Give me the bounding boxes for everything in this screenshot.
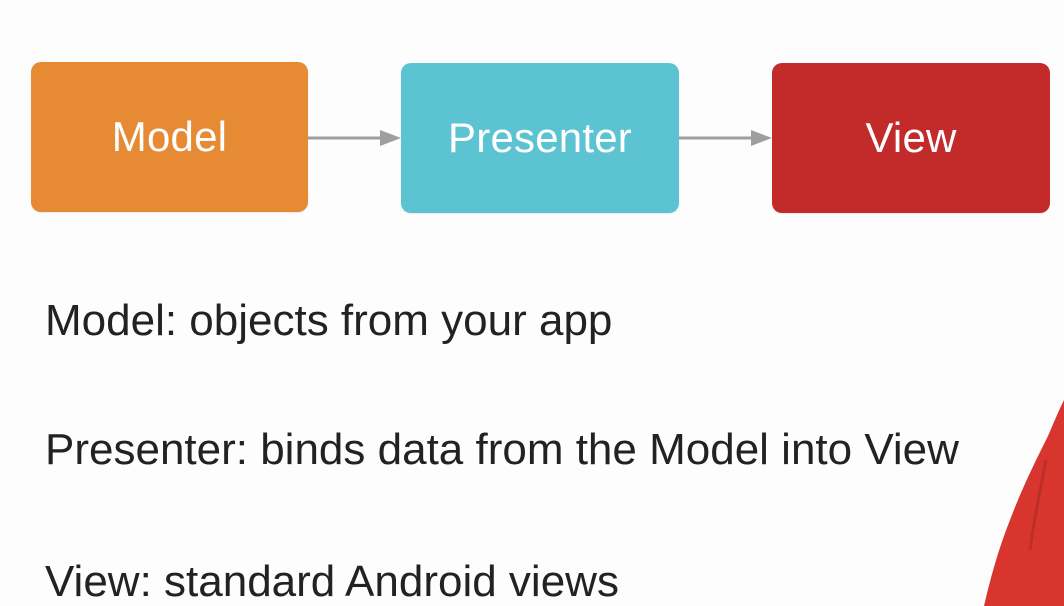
view-box: View bbox=[772, 63, 1050, 213]
arrow-model-to-presenter bbox=[308, 130, 401, 146]
model-box: Model bbox=[31, 62, 308, 212]
presenter-description: Presenter: binds data from the Model int… bbox=[45, 425, 959, 474]
model-description: Model: objects from your app bbox=[45, 296, 613, 345]
speaker-shirt bbox=[984, 400, 1064, 606]
view-box-label: View bbox=[865, 114, 957, 161]
presenter-box: Presenter bbox=[401, 63, 679, 213]
arrow-presenter-to-view bbox=[679, 130, 772, 146]
model-box-label: Model bbox=[111, 113, 228, 160]
presenter-box-label: Presenter bbox=[448, 114, 632, 161]
view-description: View: standard Android views bbox=[45, 557, 619, 606]
